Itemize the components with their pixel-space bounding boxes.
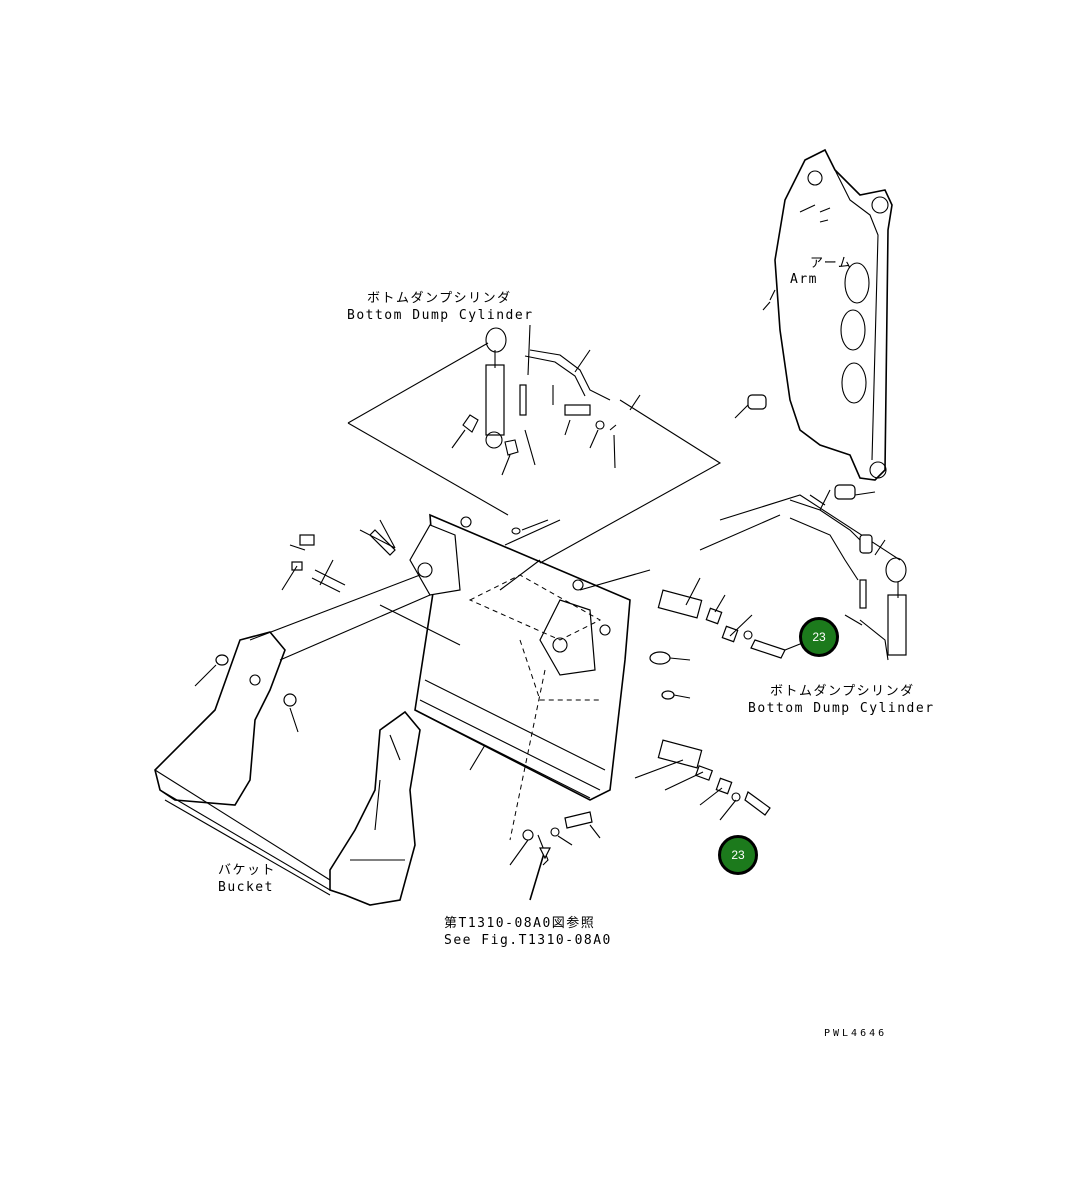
bucket-label-en: Bucket bbox=[218, 880, 274, 895]
part-callout-23[interactable]: 23 bbox=[718, 835, 758, 875]
see-figure-label-en: See Fig.T1310-08A0 bbox=[444, 933, 612, 948]
right-cylinder-drawing bbox=[699, 489, 907, 661]
top-cylinder-label-en: Bottom Dump Cylinder bbox=[347, 308, 534, 323]
right-cylinder-label-jp: ボトムダンプシリンダ bbox=[770, 684, 915, 699]
drawing-number: PWL4646 bbox=[824, 1028, 888, 1039]
bucket-drawing bbox=[154, 631, 486, 906]
arm-label-en: Arm bbox=[790, 272, 818, 287]
arm-label-jp: アーム bbox=[810, 256, 853, 271]
part-callout-23[interactable]: 23 bbox=[799, 617, 839, 657]
bucket-label-jp: バケット bbox=[218, 863, 277, 878]
right-cylinder-label-en: Bottom Dump Cylinder bbox=[748, 701, 935, 716]
top-cylinder-label-jp: ボトムダンプシリンダ bbox=[367, 291, 512, 306]
arm-drawing bbox=[734, 148, 893, 500]
top-cylinder-drawing bbox=[347, 324, 722, 564]
see-figure-label-jp: 第T1310-08A0図参照 bbox=[444, 916, 596, 931]
bucket-link-drawing bbox=[249, 513, 651, 841]
hardware-drawing bbox=[281, 519, 811, 901]
